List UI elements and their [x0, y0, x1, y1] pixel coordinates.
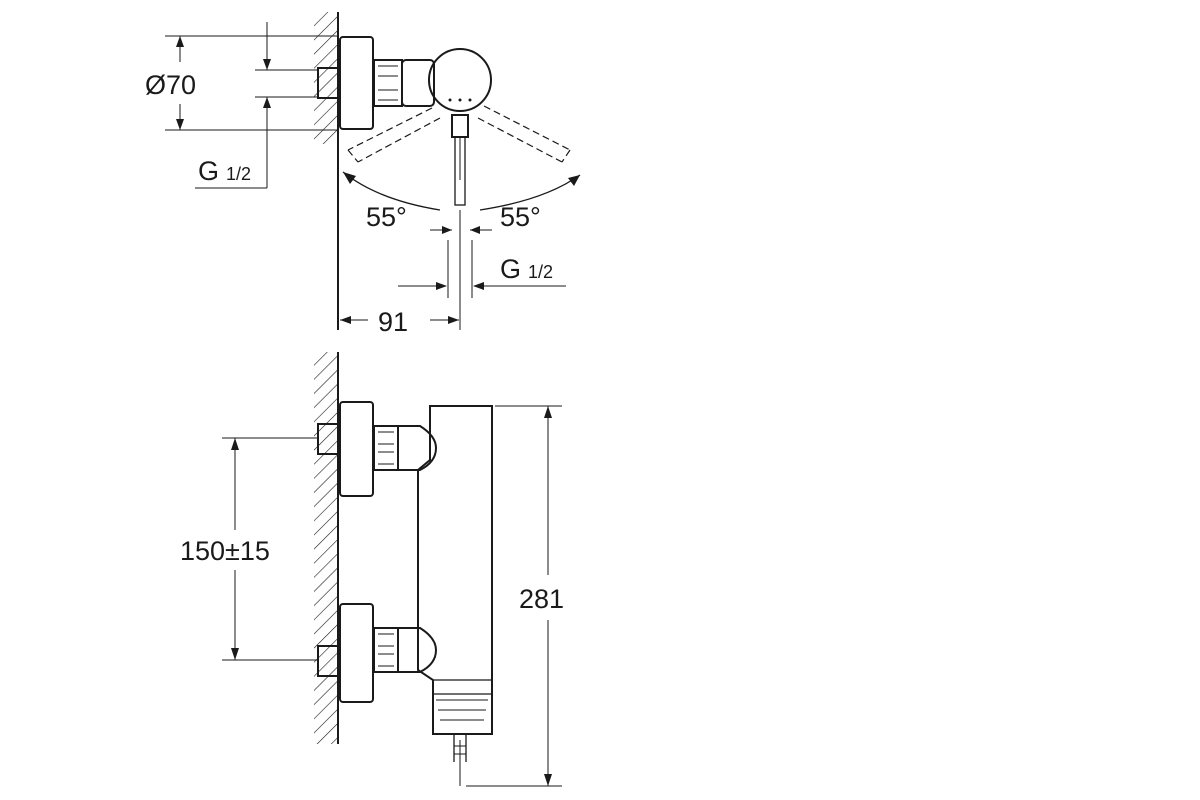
arrow [473, 282, 484, 290]
arrow [448, 316, 459, 324]
hex-nut-top [373, 59, 403, 107]
depth-label: 91 [378, 307, 408, 337]
thread-label-inlet-main: G [198, 156, 219, 186]
arrow [263, 97, 271, 108]
arrow [176, 36, 184, 47]
arrow [470, 226, 480, 234]
diameter-label: Ø70 [145, 70, 196, 100]
thread-label-inlet-frac: 1/2 [226, 164, 251, 184]
arrow [263, 59, 271, 70]
wall-hatch-front [314, 352, 338, 744]
top-view: Ø70 G 1/2 55° 55° G 1/2 91 [145, 12, 581, 337]
wall-connector-top [317, 67, 339, 99]
knob-dot [468, 98, 472, 102]
mixer-body-top [401, 59, 435, 107]
angle-label-left: 55° [366, 202, 407, 232]
connector-lower [317, 645, 339, 677]
elbow-upper [398, 425, 438, 471]
arrow [340, 316, 351, 324]
wall-flange-top [339, 36, 374, 130]
elbow-lower [398, 627, 438, 673]
arrow [231, 648, 239, 660]
arrow [568, 175, 580, 186]
outlet-nozzle [453, 734, 467, 762]
center-distance-label: 150±15 [180, 536, 270, 566]
angle-label-right: 55° [500, 202, 541, 232]
nut-upper [373, 425, 399, 471]
knob-dot [448, 98, 452, 102]
flange-upper [339, 401, 374, 497]
lever-stem [451, 114, 469, 138]
arrow [436, 282, 447, 290]
knob-dot [458, 98, 462, 102]
thread-label-outlet-frac: 1/2 [528, 262, 553, 282]
arrow [176, 119, 184, 130]
arrow [544, 774, 552, 786]
nut-lower [373, 627, 399, 673]
arrow [231, 438, 239, 450]
connector-upper [317, 423, 339, 455]
front-view: 150±15 281 [180, 352, 564, 787]
height-label: 281 [519, 584, 564, 614]
arrow [343, 172, 356, 184]
outlet-shading [436, 699, 488, 721]
arrow [442, 226, 452, 234]
thread-label-outlet-main: G [500, 254, 521, 284]
lever-rotated-left [347, 107, 441, 163]
lever-knob-circle [428, 48, 492, 112]
lever-rotated-right [477, 105, 571, 163]
arrow [544, 406, 552, 418]
flange-lower [339, 603, 374, 703]
mixer-body-front [417, 405, 493, 735]
